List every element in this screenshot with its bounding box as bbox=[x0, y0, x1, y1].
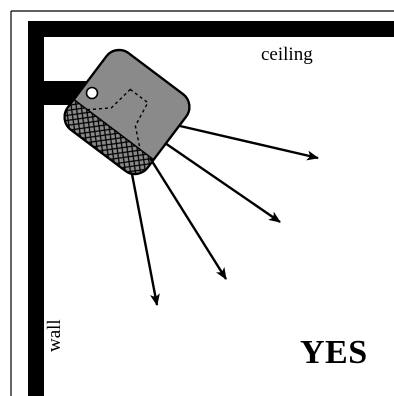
verdict-label: YES bbox=[300, 334, 368, 371]
sound-arrow-3 bbox=[148, 157, 228, 280]
speaker-cone-outline bbox=[85, 88, 149, 152]
device-grille bbox=[58, 99, 154, 181]
sound-arrow-1 bbox=[179, 124, 319, 161]
device-outline bbox=[63, 48, 191, 176]
bracket-knob bbox=[85, 86, 99, 100]
wall-slab bbox=[28, 21, 44, 396]
wall-label: wall bbox=[44, 319, 65, 352]
ceiling-slab bbox=[28, 21, 394, 37]
sound-arrow-2 bbox=[164, 142, 281, 223]
sound-arrow-4 bbox=[130, 173, 160, 306]
device bbox=[58, 48, 191, 181]
ceiling-label: ceiling bbox=[261, 44, 313, 65]
